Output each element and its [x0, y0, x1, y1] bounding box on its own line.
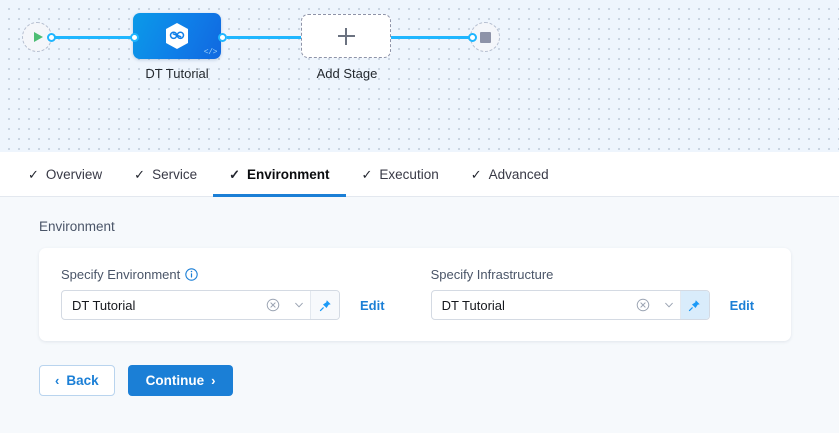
- pipeline-edge: [45, 36, 142, 39]
- pipeline-edge: [390, 36, 475, 39]
- check-icon: ✓: [134, 166, 146, 182]
- pin-icon: [688, 299, 700, 311]
- check-icon: ✓: [28, 166, 39, 182]
- environment-panel: Environment Specify Environment DT Tutor…: [0, 197, 839, 433]
- specify-infrastructure-group: Specify Infrastructure DT Tutorial: [430, 267, 755, 320]
- pin-infrastructure-button[interactable]: [679, 291, 709, 319]
- pipeline-edge: [227, 36, 303, 39]
- pin-icon: [319, 299, 331, 311]
- tab-label: Environment: [247, 166, 330, 182]
- chevron-down-icon[interactable]: [288, 300, 310, 310]
- field-label-text: Specify Infrastructure: [430, 267, 554, 282]
- connector-port[interactable]: [47, 32, 56, 42]
- tab-label: Service: [152, 166, 198, 182]
- tab-advanced[interactable]: ✓ Advanced: [455, 152, 565, 196]
- infrastructure-select-value[interactable]: DT Tutorial: [441, 297, 505, 313]
- tab-label: Execution: [379, 166, 439, 182]
- clear-icon[interactable]: [636, 298, 650, 312]
- stage-node-dt-tutorial[interactable]: </>: [133, 13, 221, 59]
- connector-port[interactable]: [468, 32, 477, 42]
- edit-infrastructure-link[interactable]: Edit: [729, 297, 755, 313]
- edit-environment-link[interactable]: Edit: [360, 297, 385, 313]
- play-icon: [34, 32, 43, 42]
- chevron-down-icon[interactable]: [658, 300, 680, 310]
- environment-select-value[interactable]: DT Tutorial: [72, 297, 136, 313]
- back-button[interactable]: ‹ Back: [39, 365, 115, 396]
- specify-environment-label: Specify Environment: [61, 267, 385, 282]
- connector-port[interactable]: [130, 32, 139, 42]
- form-footer: ‹ Back Continue ›: [39, 365, 839, 396]
- continue-button[interactable]: Continue ›: [127, 365, 234, 396]
- pin-environment-button[interactable]: [310, 291, 339, 319]
- specify-environment-group: Specify Environment DT Tutorial: [61, 267, 385, 320]
- code-tag-icon: </>: [203, 48, 218, 57]
- environment-select[interactable]: DT Tutorial: [61, 290, 340, 320]
- back-button-label: Back: [66, 373, 99, 388]
- specify-infrastructure-label: Specify Infrastructure: [431, 267, 755, 282]
- plus-icon: [337, 27, 355, 45]
- check-icon: ✓: [470, 166, 482, 182]
- continue-button-label: Continue: [145, 373, 205, 388]
- stage-label-dt-tutorial: DT Tutorial: [145, 66, 209, 81]
- check-icon: ✓: [361, 166, 373, 182]
- specify-environment-row: DT Tutorial: [61, 290, 385, 320]
- tab-environment[interactable]: ✓ Environment: [213, 152, 346, 197]
- pipeline-canvas[interactable]: </> DT Tutorial Add Stage: [0, 0, 839, 152]
- environment-card: Specify Environment DT Tutorial: [39, 248, 791, 341]
- check-icon: ✓: [229, 166, 240, 182]
- tab-service[interactable]: ✓ Service: [118, 152, 213, 196]
- specify-infrastructure-row: DT Tutorial: [430, 290, 755, 320]
- tab-execution[interactable]: ✓ Execution: [346, 152, 455, 196]
- tab-label: Overview: [45, 166, 103, 182]
- chevron-right-icon: ›: [211, 373, 216, 388]
- connector-port[interactable]: [218, 32, 227, 42]
- section-title: Environment: [39, 219, 115, 234]
- stage-tabs: ✓ Overview ✓ Service ✓ Environment ✓ Exe…: [0, 152, 839, 197]
- infrastructure-select[interactable]: DT Tutorial: [430, 290, 710, 320]
- info-icon[interactable]: [185, 268, 198, 281]
- add-stage-label: Add Stage: [316, 66, 378, 81]
- stop-icon: [479, 31, 491, 43]
- chevron-left-icon: ‹: [55, 373, 60, 388]
- add-stage-button[interactable]: [301, 14, 391, 58]
- tab-label: Advanced: [488, 166, 549, 182]
- harness-hexagon-icon: [166, 23, 188, 49]
- tab-overview[interactable]: ✓ Overview: [12, 152, 118, 196]
- clear-icon[interactable]: [266, 298, 280, 312]
- field-label-text: Specify Environment: [61, 267, 181, 282]
